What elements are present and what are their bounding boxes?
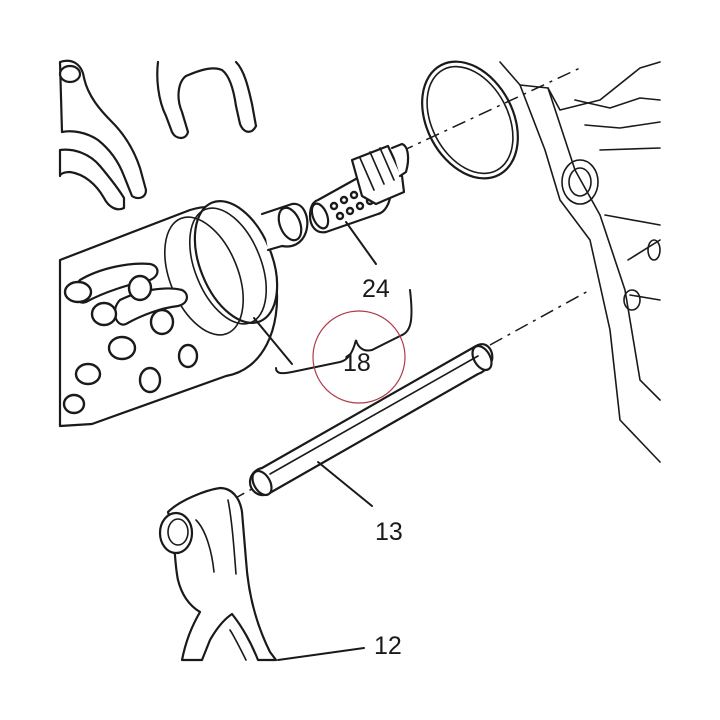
gearbox-housing <box>499 61 661 463</box>
highlight-circle-18 <box>312 310 406 404</box>
callout-24: 24 <box>362 275 390 303</box>
leader-13 <box>317 461 373 507</box>
bracket-18 <box>275 289 413 375</box>
part-12-shift-fork <box>158 486 278 662</box>
assembly-axis-upper <box>399 67 581 153</box>
part-24-cartridge <box>308 142 410 234</box>
o-ring-seal <box>421 60 519 180</box>
callout-13: 13 <box>375 518 403 546</box>
leader-12 <box>277 647 365 661</box>
leader-24 <box>345 221 377 265</box>
shift-drum <box>58 200 309 428</box>
assembly-axis-rod <box>489 289 591 346</box>
shift-fork-upper <box>58 59 258 211</box>
callout-18: 18 <box>343 349 371 377</box>
part-13-rod <box>248 343 494 497</box>
leader-18 <box>253 317 293 365</box>
callout-12: 12 <box>374 632 402 660</box>
